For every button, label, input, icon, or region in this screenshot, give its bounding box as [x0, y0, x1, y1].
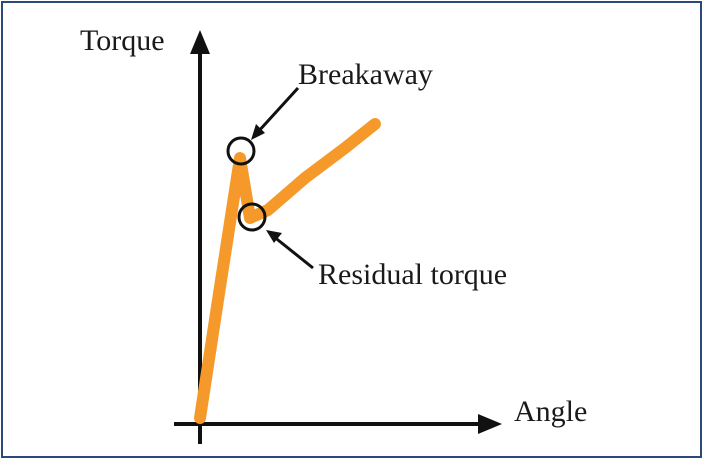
residual-torque-arrowhead	[266, 230, 282, 243]
breakaway-marker	[226, 136, 256, 166]
breakaway-arrowhead	[251, 124, 265, 140]
x-axis-label: Angle	[514, 395, 587, 428]
x-axis-arrowhead	[478, 414, 502, 434]
residual-torque-marker	[237, 202, 267, 232]
residual-torque-arrow	[272, 234, 314, 270]
breakaway-arrow	[255, 86, 300, 135]
residual-torque-label: Residual torque	[318, 258, 507, 291]
torque-curve	[194, 118, 381, 424]
y-axis-arrowhead	[190, 30, 210, 54]
breakaway-label: Breakaway	[298, 58, 433, 91]
y-axis-label: Torque	[80, 24, 165, 57]
